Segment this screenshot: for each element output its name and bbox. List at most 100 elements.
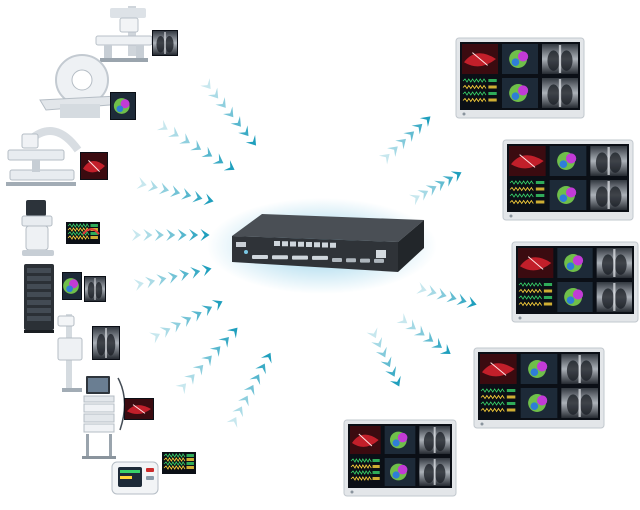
- scan-thumbnail: [519, 387, 559, 419]
- ethernet-port: [314, 242, 320, 248]
- scan-thumbnail: [66, 222, 100, 244]
- arrow-out-2: [409, 171, 462, 206]
- chevron-arrow-icon: [209, 346, 221, 357]
- chevron-arrow-icon: [411, 123, 423, 135]
- output-displays: [343, 37, 639, 497]
- ethernet-port: [290, 241, 296, 247]
- video-port: [332, 258, 342, 262]
- chevron-arrow-icon: [223, 160, 235, 171]
- chevron-arrow-icon: [211, 300, 223, 311]
- chevron-arrow-icon: [184, 374, 195, 385]
- patient-monitor-icon: [111, 452, 196, 495]
- chevron-arrow-icon: [200, 78, 211, 90]
- chevron-arrow-icon: [371, 337, 383, 348]
- chevron-arrow-icon: [434, 180, 445, 192]
- arrow-out-3: [416, 282, 477, 308]
- scan-thumbnail: [589, 179, 628, 211]
- display-monitor-4: [473, 347, 605, 429]
- scan-thumbnail: [479, 353, 518, 385]
- ultrasound-cart-icon: [21, 200, 100, 256]
- scan-thumbnail: [501, 77, 539, 109]
- chevron-arrow-icon: [190, 266, 201, 279]
- endoscopy-tower-icon: [82, 376, 154, 459]
- scan-thumbnail: [508, 179, 547, 211]
- chevron-arrow-icon: [425, 185, 437, 196]
- chevron-arrow-icon: [145, 276, 156, 289]
- video-port: [292, 255, 308, 260]
- video-port: [360, 258, 370, 263]
- chevron-arrow-icon: [170, 185, 181, 197]
- scan-thumbnail: [541, 77, 579, 109]
- chevron-arrow-icon: [387, 146, 398, 157]
- scan-thumbnail: [92, 326, 120, 360]
- arrow-in-2: [156, 119, 235, 171]
- server-rack-icon: [24, 264, 106, 333]
- ct-scanner-icon: [39, 54, 136, 120]
- scan-thumbnail: [508, 145, 547, 177]
- scan-thumbnail: [152, 30, 178, 56]
- arrow-in-8: [226, 352, 272, 428]
- chevron-arrow-icon: [466, 296, 477, 308]
- chevron-arrow-icon: [227, 327, 238, 339]
- arrow-in-3: [136, 177, 214, 206]
- scan-thumbnail: [548, 179, 588, 211]
- power-socket: [376, 250, 386, 258]
- chevron-arrow-icon: [167, 271, 178, 284]
- scan-thumbnail: [124, 398, 154, 420]
- chevron-arrow-icon: [218, 336, 229, 348]
- chevron-arrow-icon: [179, 133, 190, 144]
- chevron-arrow-icon: [143, 229, 153, 241]
- scan-thumbnail: [110, 92, 136, 120]
- power-led: [480, 422, 484, 426]
- scan-thumbnail: [62, 272, 82, 300]
- ethernet-port: [274, 241, 280, 246]
- chevron-arrow-icon: [255, 363, 266, 375]
- chevron-arrow-icon: [375, 346, 387, 358]
- chevron-arrow-icon: [450, 171, 462, 182]
- chevron-arrow-icon: [177, 229, 187, 241]
- chevron-arrow-icon: [456, 293, 467, 306]
- chevron-arrow-icon: [201, 305, 213, 317]
- scan-thumbnail: [517, 281, 555, 313]
- chevron-arrow-icon: [192, 190, 203, 203]
- chevron-arrow-icon: [166, 229, 176, 241]
- chevron-arrow-icon: [201, 264, 212, 277]
- chevron-arrow-icon: [132, 229, 141, 241]
- chevron-arrow-icon: [245, 134, 257, 146]
- scan-thumbnail: [548, 145, 588, 177]
- chevron-arrow-icon: [380, 356, 392, 368]
- scan-thumbnail: [501, 43, 539, 75]
- chevron-arrow-icon: [156, 119, 168, 131]
- power-led: [350, 490, 354, 494]
- chevron-arrow-icon: [149, 332, 160, 344]
- chevron-arrow-icon: [215, 97, 226, 108]
- arrow-out-5: [366, 327, 401, 387]
- chevron-arrow-icon: [156, 274, 167, 287]
- chevron-arrow-icon: [243, 384, 255, 396]
- source-devices: [6, 6, 196, 495]
- scan-thumbnail: [461, 43, 499, 75]
- chevron-arrow-icon: [189, 229, 199, 241]
- chevron-arrow-icon: [190, 140, 202, 151]
- scan-thumbnail: [519, 353, 559, 385]
- display-monitor-2: [502, 139, 634, 221]
- arrow-in-7: [175, 327, 238, 395]
- scan-thumbnail: [349, 457, 382, 487]
- chevron-arrow-icon: [159, 327, 171, 338]
- scan-thumbnail: [479, 387, 518, 419]
- usb-port: [236, 242, 246, 247]
- arrow-in-4: [132, 229, 210, 241]
- chevron-arrow-icon: [366, 327, 378, 339]
- chevron-arrow-icon: [200, 229, 210, 241]
- chevron-arrow-icon: [409, 194, 420, 206]
- mobile-xray-icon: [57, 314, 120, 392]
- arrow-out-4: [396, 313, 451, 355]
- scan-thumbnail: [383, 425, 417, 455]
- scan-thumbnail: [560, 387, 599, 419]
- chevron-arrow-icon: [207, 87, 219, 99]
- scan-thumbnail: [556, 247, 594, 279]
- chevron-arrow-icon: [190, 310, 202, 322]
- power-led: [518, 316, 522, 320]
- chevron-arrow-icon: [168, 126, 179, 137]
